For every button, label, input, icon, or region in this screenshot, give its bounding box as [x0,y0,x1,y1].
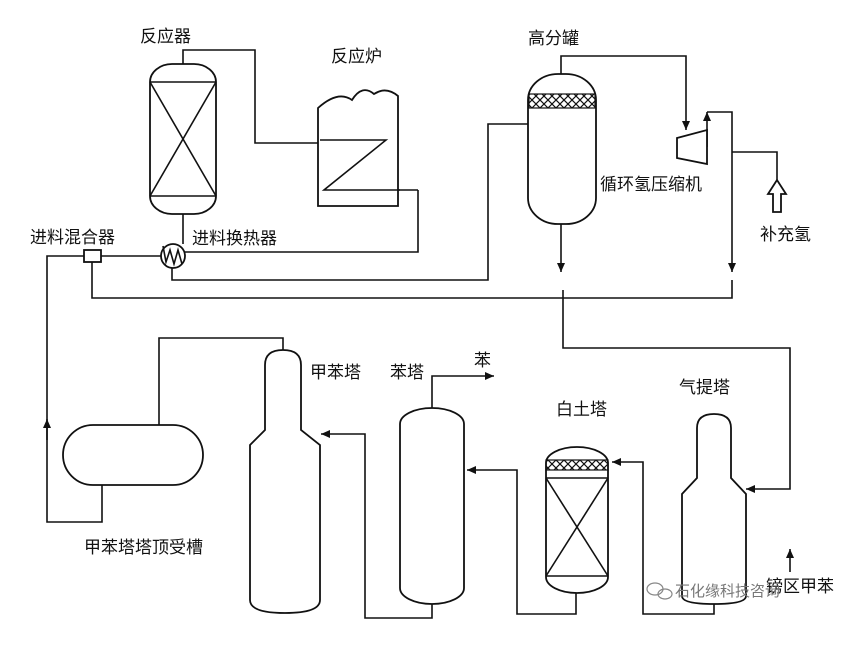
stripper [681,413,747,605]
furnace [317,89,400,207]
process-lines-bottom [158,337,794,619]
feed-mixer [83,249,102,263]
label-reactor: 反应器 [140,27,191,47]
makeup-hydrogen-arrow-icon [766,178,788,213]
benzene-column [399,407,465,605]
label-stripper: 气提塔 [679,378,730,398]
toluene-column [249,349,321,614]
reactor [149,63,217,215]
benzene-product-line [431,372,494,408]
compressor-discharge-line [707,111,733,148]
toluene-reflux-drum [62,424,204,486]
watermark: 石化缘科技咨询 [646,582,780,600]
label-toluene-column: 甲苯塔 [310,363,361,383]
hp-separator [527,73,597,225]
label-feed-mixer: 进料混合器 [30,228,115,248]
feed-exchanger [160,243,186,269]
furnace-to-exchanger-line [185,190,419,253]
recycle-compressor [676,128,708,166]
recycle-hydrogen-header [91,258,733,299]
label-benzene-product: 苯 [474,351,491,371]
separator-to-compressor-line [560,55,690,130]
label-toluene-feed: 镑区甲苯 [766,577,834,597]
benzene-bottoms-line [321,430,433,619]
label-benzene-column: 苯塔 [390,363,424,383]
label-clay-tower: 白土塔 [556,400,607,420]
label-hp-separator: 高分罐 [528,29,579,49]
label-recycle-compressor: 循环氢压缩机 [600,175,702,195]
toluene-recycle-line [46,255,103,523]
makeup-hydrogen-line [732,151,778,184]
clay-to-benzene-line [467,466,577,615]
clay-tower [545,446,609,594]
liquid-to-stripper-line [562,290,791,493]
label-furnace: 反应炉 [331,47,382,67]
toluene-overhead-line [158,337,284,425]
label-toluene-reflux-drum: 甲苯塔塔顶受槽 [84,538,203,558]
exchanger-to-separator-line [171,123,528,281]
watermark-text: 石化缘科技咨询 [675,582,780,600]
stripper-to-clay-line [612,458,715,615]
label-feed-exchanger: 进料换热器 [192,229,277,249]
label-makeup-hydrogen: 补充氢 [760,225,811,245]
wechat-icon [646,582,673,600]
process-lines [43,49,791,523]
